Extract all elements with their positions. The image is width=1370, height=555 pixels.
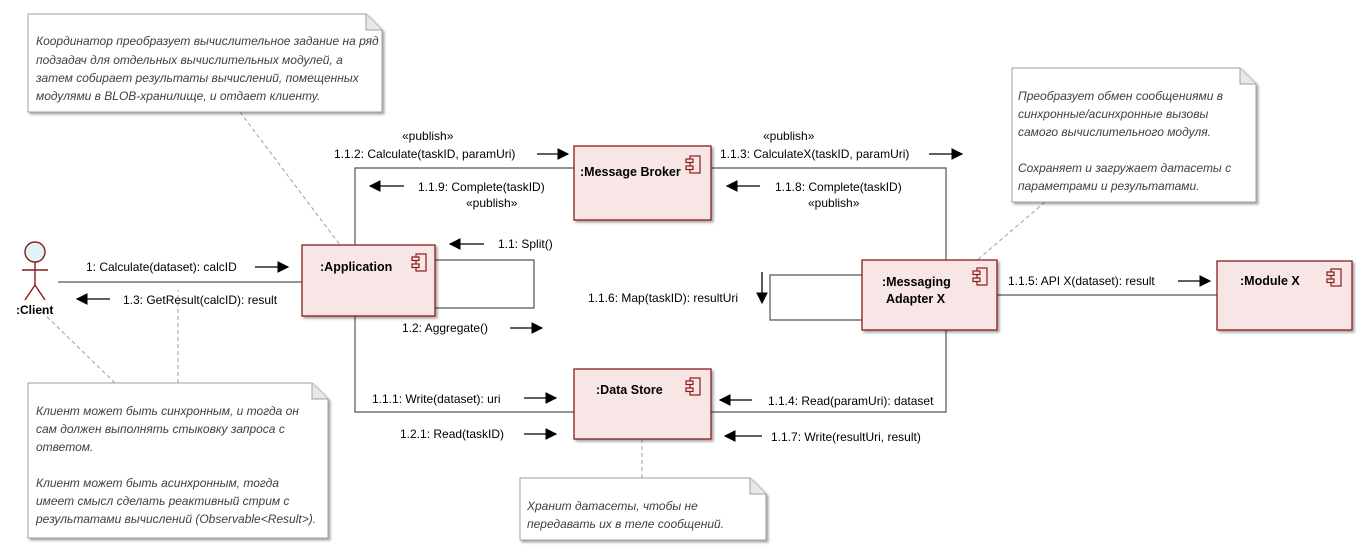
note-client-text: Клиент может быть синхронным, и тогда он…	[35, 404, 316, 526]
link-broker-adapter	[711, 167, 947, 260]
link-application-self	[435, 259, 535, 309]
message-1-1-2: 1.1.2: Calculate(taskID, paramUri)	[334, 147, 515, 161]
component-data-store[interactable]: :Data Store	[573, 368, 712, 440]
note-adapter-text: Преобразует обмен сообщениями в синхронн…	[1018, 89, 1234, 193]
component-application-label: :Application	[320, 260, 392, 274]
actor-head	[24, 241, 46, 263]
client-actor[interactable]: :Client	[16, 241, 53, 317]
message-1-1-6: 1.1.6: Map(taskID): resultUri	[588, 291, 738, 305]
note-anchor-client-b	[39, 309, 116, 384]
message-1: 1: Calculate(dataset): calcID	[86, 260, 237, 274]
link-application-datastore	[354, 316, 574, 413]
component-application[interactable]: :Application	[301, 244, 436, 317]
note-adapter: Преобразует обмен сообщениями в синхронн…	[1011, 67, 1257, 203]
message-1-1-4: 1.1.4: Read(paramUri): dataset	[768, 394, 934, 408]
message-1-1-8-stereotype: «publish»	[808, 196, 860, 210]
component-icon	[685, 155, 701, 174]
component-icon	[972, 267, 988, 286]
message-1-1-5: 1.1.5: API X(dataset): result	[1008, 274, 1155, 288]
message-1-1-9-stereotype: «publish»	[466, 196, 518, 210]
link-adapter-self	[769, 274, 862, 321]
message-1-1-1: 1.1.1: Write(dataset): uri	[372, 392, 501, 406]
component-broker-label: :Message Broker	[580, 165, 681, 179]
message-1-3: 1.3: GetResult(calcID): result	[123, 293, 278, 307]
component-icon	[685, 377, 701, 396]
component-datastore-label: :Data Store	[596, 383, 663, 397]
actor-label: :Client	[16, 303, 53, 317]
component-adapter-label: :Messaging Adapter X	[882, 275, 954, 306]
message-1-1-2-stereotype: «publish»	[402, 129, 454, 143]
component-module-label: :Module X	[1240, 274, 1300, 288]
message-1-1-7: 1.1.7: Write(resultUri, result)	[771, 430, 921, 444]
component-icon	[1326, 268, 1342, 287]
note-coordinator: Координатор преобразует вычислительное з…	[27, 13, 383, 113]
message-1-1-3: 1.1.3: CalculateX(taskID, paramUri)	[720, 147, 909, 161]
note-anchor-coordinator	[239, 111, 341, 246]
message-1-1-3-stereotype: «publish»	[763, 129, 815, 143]
component-module-x[interactable]: :Module X	[1216, 260, 1353, 331]
message-1-1-9: 1.1.9: Complete(taskID)	[418, 180, 545, 194]
link-application-broker	[354, 167, 574, 245]
note-datastore-text: Хранит датасеты, чтобы не передавать их …	[526, 499, 724, 531]
component-message-broker[interactable]: :Message Broker	[573, 145, 712, 221]
note-datastore: Хранит датасеты, чтобы не передавать их …	[519, 477, 767, 541]
message-1-1-8: 1.1.8: Complete(taskID)	[775, 180, 902, 194]
actor-body	[22, 262, 48, 301]
component-messaging-adapter[interactable]: :Messaging Adapter X	[861, 259, 998, 331]
note-client: Клиент может быть синхронным, и тогда он…	[27, 382, 329, 539]
note-anchor-adapter	[974, 201, 1046, 263]
message-1-1: 1.1: Split()	[498, 237, 553, 251]
message-1-2-1: 1.2.1: Read(taskID)	[400, 427, 504, 441]
message-1-2: 1.2: Aggregate()	[402, 321, 488, 335]
link-datastore-adapter	[711, 330, 947, 413]
note-coordinator-text: Координатор преобразует вычислительное з…	[35, 34, 382, 103]
component-icon	[411, 253, 427, 272]
